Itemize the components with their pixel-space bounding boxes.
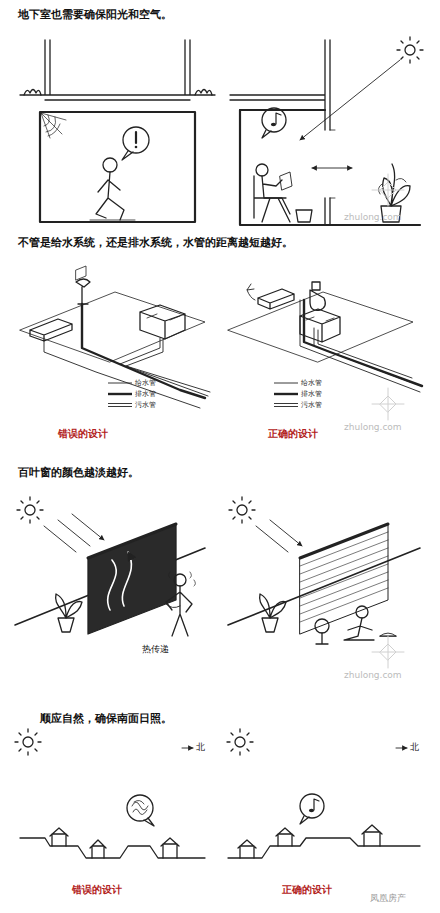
compass-label: 北 [410, 742, 419, 753]
line-sample [108, 391, 132, 397]
section-heading: 地下室也需要确保阳光和空气。 [18, 8, 172, 21]
section-heading: 百叶窗的颜色越淡越好。 [18, 466, 139, 479]
compass-label: 北 [196, 742, 205, 753]
plumbing-right [228, 282, 422, 392]
line-sample [274, 391, 298, 397]
line-sample [108, 380, 132, 386]
basement-right [230, 37, 423, 225]
plumbing-wrong [20, 266, 210, 408]
verdict-label: 错误的设计 [58, 428, 108, 440]
legend-text: 给水管 [301, 379, 322, 387]
watermark: zhulong.com [344, 422, 402, 433]
line-sample [274, 380, 298, 386]
legend-text: 污水管 [135, 401, 156, 409]
verdict-label: 正确的设计 [268, 428, 318, 440]
legend-entry: 给水管 [274, 378, 322, 388]
section-heading: 顺应自然，确保南面日照。 [40, 712, 172, 725]
terrain-wrong [15, 729, 205, 858]
watermark: zhulong.com [344, 212, 402, 223]
annotation: 热传递 [142, 644, 169, 655]
shutter-wrong [15, 497, 205, 636]
section-heading: 不管是给水系统，还是排水系统，水管的距离越短越好。 [18, 236, 293, 249]
watermark: zhulong.com [344, 670, 402, 681]
legend-entry: 污水管 [274, 400, 322, 410]
legend-entry: 排水管 [108, 389, 156, 399]
watermark-emblem [372, 174, 404, 668]
legend-text: 污水管 [301, 401, 322, 409]
verdict-label: 错误的设计 [72, 884, 122, 896]
legend-entry: 排水管 [274, 389, 322, 399]
verdict-label: 正确的设计 [282, 884, 332, 896]
line-sample [108, 402, 132, 408]
legend-text: 排水管 [301, 390, 322, 398]
terrain-right [227, 729, 420, 858]
legend-text: 排水管 [135, 390, 156, 398]
line-sample [274, 402, 298, 408]
basement-wrong [20, 40, 215, 222]
legend-text: 给水管 [135, 379, 156, 387]
legend-entry: 污水管 [108, 400, 156, 410]
shutter-right [228, 497, 420, 644]
watermark: 凤凰房产 [370, 893, 406, 904]
legend-entry: 给水管 [108, 378, 156, 388]
